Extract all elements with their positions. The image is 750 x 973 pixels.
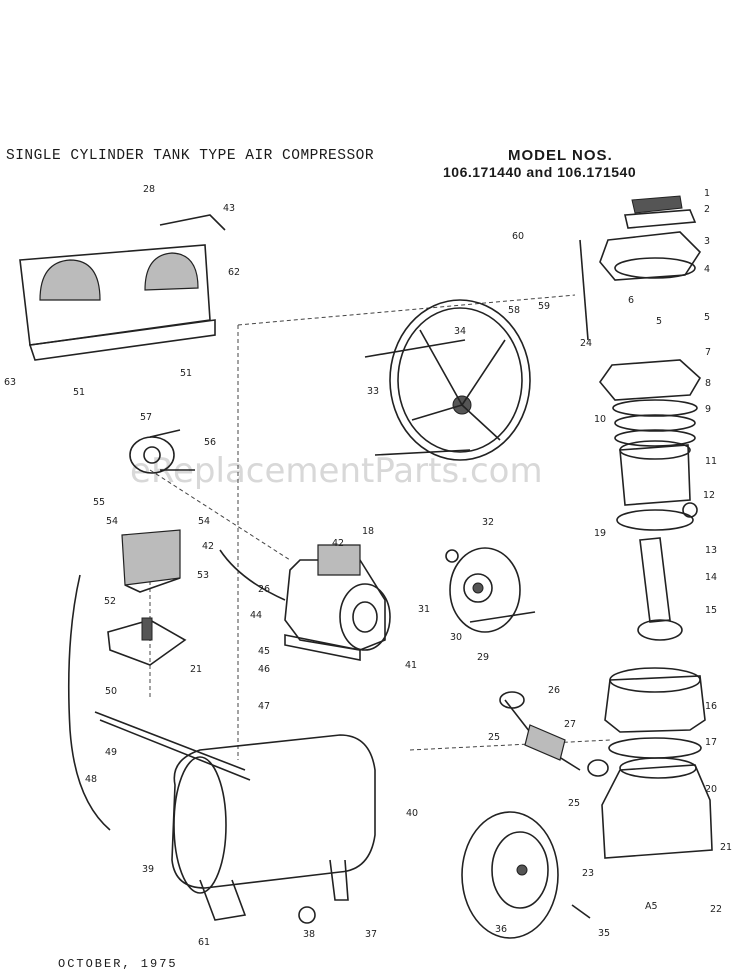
part-label: 7 bbox=[705, 347, 711, 358]
part-label: 26 bbox=[548, 685, 560, 696]
part-label: 5 bbox=[656, 316, 662, 327]
part-label: 18 bbox=[362, 526, 374, 537]
model-numbers: 106.171440 and 106.171540 bbox=[443, 164, 637, 180]
part-label: 11 bbox=[705, 456, 717, 467]
part-label: 31 bbox=[418, 604, 430, 615]
part-label: 61 bbox=[198, 937, 210, 948]
part-label: 14 bbox=[705, 572, 717, 583]
part-label: 63 bbox=[4, 377, 16, 388]
part-label: 21 bbox=[720, 842, 732, 853]
part-label: 48 bbox=[85, 774, 97, 785]
part-label: 44 bbox=[250, 610, 262, 621]
part-label: 52 bbox=[104, 596, 116, 607]
part-label: 1 bbox=[704, 188, 710, 199]
part-label: 12 bbox=[703, 490, 715, 501]
model-heading: MODEL NOS. bbox=[508, 147, 613, 164]
part-label: 35 bbox=[598, 928, 610, 939]
part-label: 5 bbox=[704, 312, 710, 323]
part-label: 2 bbox=[704, 204, 710, 215]
belt-guard-icon bbox=[19, 214, 226, 361]
part-label: 4 bbox=[704, 264, 710, 275]
part-label: 56 bbox=[204, 437, 216, 448]
part-label: 22 bbox=[710, 904, 722, 915]
part-label: 8 bbox=[705, 378, 711, 389]
part-label: 39 bbox=[142, 864, 154, 875]
pulley-icon bbox=[445, 547, 536, 633]
part-label: 24 bbox=[580, 338, 592, 349]
part-labels: 1 2 3 4 5 5 6 7 8 9 10 11 12 13 14 15 16… bbox=[4, 184, 732, 948]
part-label: 57 bbox=[140, 412, 152, 423]
part-label: 60 bbox=[512, 231, 524, 242]
part-label: 51 bbox=[180, 368, 192, 379]
motor-icon bbox=[219, 544, 391, 661]
part-label: A5 bbox=[645, 901, 658, 912]
part-label: 62 bbox=[228, 267, 240, 278]
part-label: 33 bbox=[367, 386, 379, 397]
part-label: 28 bbox=[143, 184, 155, 195]
part-label: 53 bbox=[197, 570, 209, 581]
wheel-icon bbox=[461, 811, 591, 939]
part-label: 55 bbox=[93, 497, 105, 508]
part-label: 32 bbox=[482, 517, 494, 528]
part-label: 54 bbox=[106, 516, 118, 527]
part-label: 54 bbox=[198, 516, 210, 527]
crankshaft-icon bbox=[499, 691, 609, 777]
part-label: 40 bbox=[406, 808, 418, 819]
part-label: 15 bbox=[705, 605, 717, 616]
footer-date: OCTOBER, 1975 bbox=[58, 957, 178, 971]
part-label: 16 bbox=[705, 701, 717, 712]
part-label: 36 bbox=[495, 924, 507, 935]
diagram-title: SINGLE CYLINDER TANK TYPE AIR COMPRESSOR bbox=[6, 148, 375, 164]
belt-icon bbox=[129, 429, 195, 474]
part-label: 51 bbox=[73, 387, 85, 398]
pressure-switch-icon bbox=[67, 529, 187, 831]
part-label: 17 bbox=[705, 737, 717, 748]
tank-icon bbox=[94, 711, 376, 924]
part-label: 25 bbox=[568, 798, 580, 809]
part-label: 13 bbox=[705, 545, 717, 556]
part-label: 37 bbox=[365, 929, 377, 940]
part-label: 3 bbox=[704, 236, 710, 247]
part-label: 59 bbox=[538, 301, 550, 312]
part-label: 45 bbox=[258, 646, 270, 657]
part-label: 50 bbox=[105, 686, 117, 697]
part-label: 26 bbox=[258, 584, 270, 595]
part-label: 9 bbox=[705, 404, 711, 415]
part-label: 38 bbox=[303, 929, 315, 940]
part-label: 21 bbox=[190, 664, 202, 675]
cylinder-head-icon bbox=[579, 195, 702, 447]
part-label: 34 bbox=[454, 326, 466, 337]
part-label: 47 bbox=[258, 701, 270, 712]
part-label: 19 bbox=[594, 528, 606, 539]
part-label: 10 bbox=[594, 414, 606, 425]
crankcase-icon bbox=[601, 667, 713, 859]
part-label: 25 bbox=[488, 732, 500, 743]
part-label: 42 bbox=[332, 538, 344, 549]
piston-icon bbox=[616, 440, 698, 531]
part-label: 46 bbox=[258, 664, 270, 675]
part-label: 23 bbox=[582, 868, 594, 879]
part-label: 42 bbox=[202, 541, 214, 552]
part-label: 29 bbox=[477, 652, 489, 663]
part-label: 27 bbox=[564, 719, 576, 730]
part-label: 41 bbox=[405, 660, 417, 671]
assembly-line bbox=[409, 739, 611, 751]
part-label: 43 bbox=[223, 203, 235, 214]
flywheel-icon bbox=[364, 299, 531, 461]
part-label: 58 bbox=[508, 305, 520, 316]
part-label: 20 bbox=[705, 784, 717, 795]
part-label: 30 bbox=[450, 632, 462, 643]
part-label: 49 bbox=[105, 747, 117, 758]
connecting-rod-icon bbox=[637, 537, 683, 641]
assembly-line bbox=[237, 294, 576, 326]
part-label: 6 bbox=[628, 295, 634, 306]
